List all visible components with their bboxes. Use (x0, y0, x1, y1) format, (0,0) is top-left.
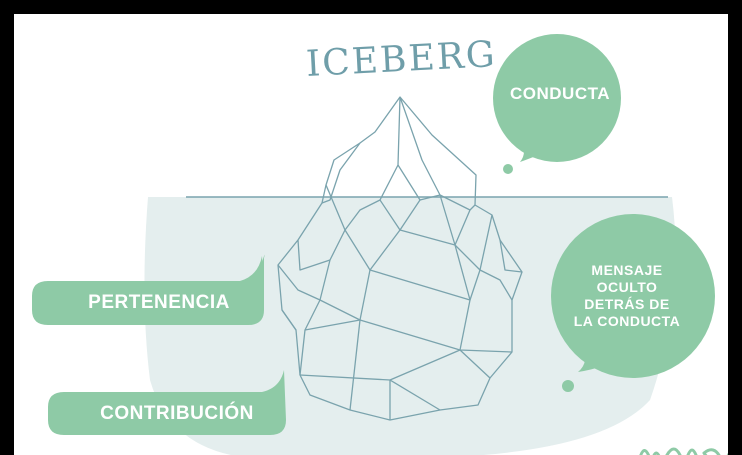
conducta-bubble (493, 34, 621, 162)
contribucion-pill (48, 370, 286, 435)
pertenencia-pill-tail (240, 256, 264, 290)
conducta-bubble-tail (520, 140, 552, 162)
label-conducta: CONDUCTA (509, 84, 610, 103)
conducta-bubble-dot (503, 164, 513, 174)
mensaje-bubble (551, 214, 715, 378)
label-mensaje-line-2: OCULTO (596, 279, 658, 295)
pertenencia-pill (32, 254, 265, 325)
iceberg-scene (32, 34, 715, 455)
mensaje-bubble-dot (562, 380, 574, 392)
label-mensaje-line-3: DETRÁS DE (584, 296, 670, 312)
label-pertenencia: PERTENENCIA (88, 292, 230, 313)
mensaje-bubble-tail (578, 345, 618, 372)
signature-logo (639, 447, 728, 455)
iceberg-outline (277, 96, 523, 421)
label-mensaje: MENSAJE OCULTO DETRÁS DE LA CONDUCTA (567, 262, 687, 330)
label-mensaje-line-1: MENSAJE (591, 262, 663, 278)
label-mensaje-line-4: LA CONDUCTA (573, 313, 681, 329)
label-contribucion: CONTRIBUCIÓN (100, 403, 254, 424)
diagram-frame: ICEBERG CONDUCTA MENSAJE OCULTO DETRÁS D… (14, 14, 728, 455)
